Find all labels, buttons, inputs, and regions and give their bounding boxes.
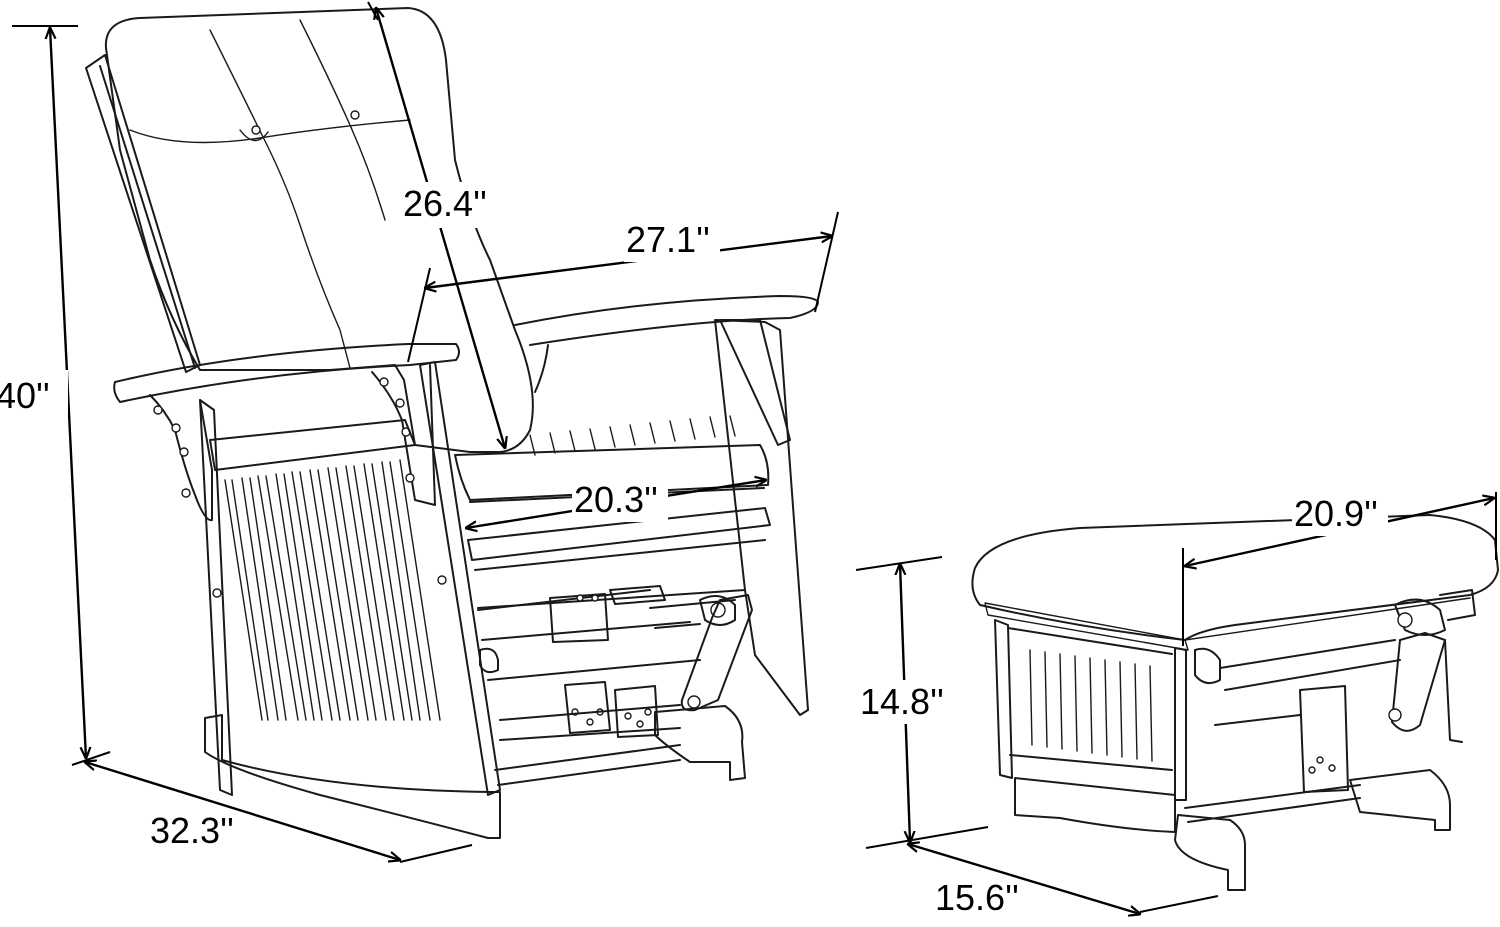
- ottoman-cushion: [971, 514, 1499, 641]
- ottoman-slats: [1029, 649, 1153, 762]
- chair-side-slats: [224, 459, 441, 721]
- glider-chair-drawing: [85, 7, 819, 839]
- chair-rear-slats: [529, 415, 736, 456]
- chair-glider-mechanism: [477, 585, 753, 786]
- chair-left-arm: [113, 343, 460, 403]
- chair-right-arm: [514, 295, 819, 346]
- ottoman-frame: [994, 619, 1187, 801]
- label-ottoman-depth: 15.6'': [935, 877, 1019, 918]
- chair-right-side-frame: [714, 319, 809, 716]
- chair-back-cushion: [104, 7, 534, 453]
- chair-right-runner: [654, 705, 746, 781]
- label-chair-depth: 32.3'': [150, 810, 234, 851]
- ottoman-drawing: [971, 514, 1499, 891]
- label-seat-width: 20.3'': [574, 479, 658, 520]
- label-back-height: 26.4'': [403, 183, 487, 224]
- chair-back-seam-left: [209, 29, 351, 369]
- label-ottoman-height: 14.8'': [860, 681, 944, 722]
- dimension-labels: 40'' 26.4'' 27.1'' 20.3'' 32.3'' 14.8'' …: [0, 182, 1388, 918]
- chair-back-frame: [85, 54, 201, 373]
- label-chair-height: 40'': [0, 375, 50, 416]
- label-chair-width: 27.1'': [626, 219, 710, 260]
- chair-left-side-frame: [199, 361, 501, 796]
- chair-left-runner: [204, 714, 501, 839]
- chair-seat-cushion: [454, 444, 770, 501]
- label-ottoman-width: 20.9'': [1294, 493, 1378, 534]
- ottoman-base: [1014, 777, 1176, 833]
- dimension-lines: [12, 1, 1497, 914]
- chair-back-seam-right: [299, 19, 386, 221]
